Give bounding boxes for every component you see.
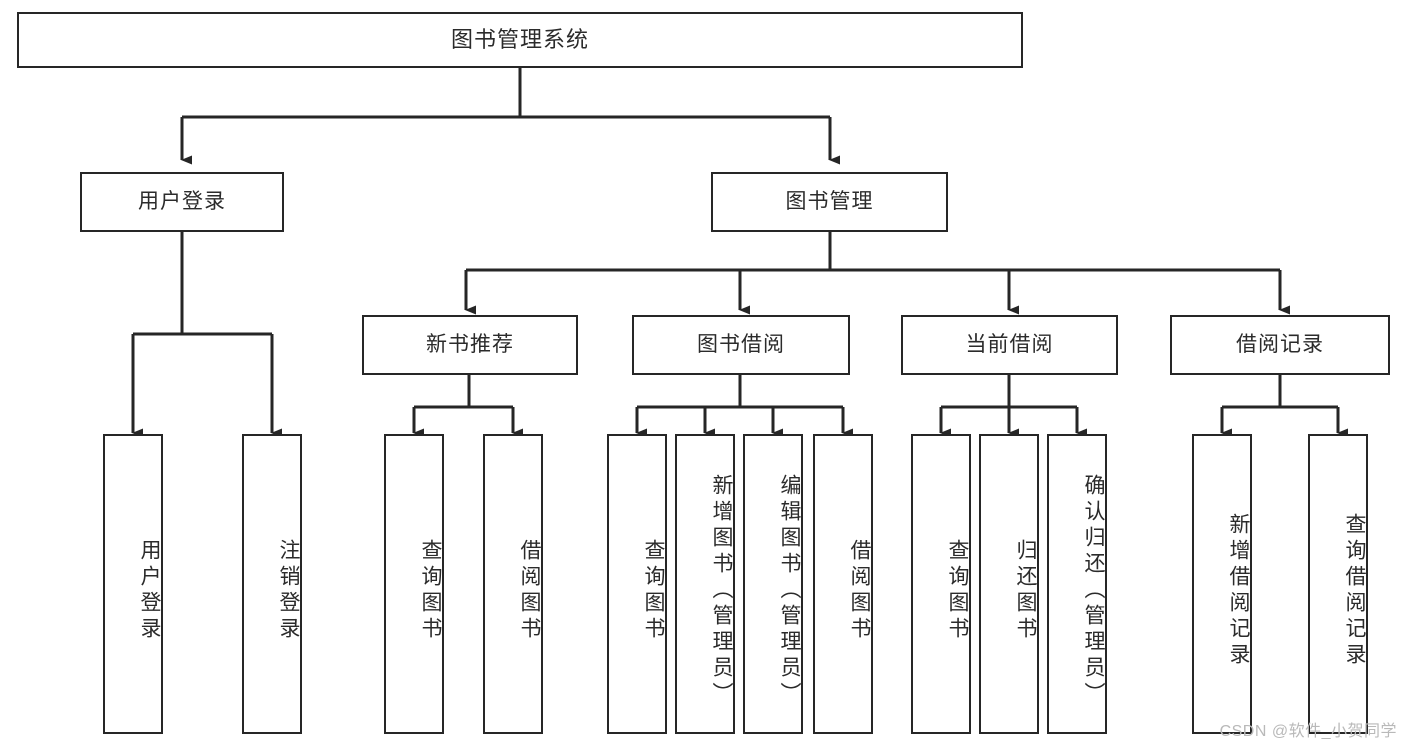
node-label: 用户登录 [138,539,161,643]
node-label: 图书管理系统 [450,26,589,52]
node-label: 借阅记录 [1236,333,1324,357]
node-label: 图书管理 [785,190,874,214]
node-label: 注销登录 [277,539,300,643]
leaf-current-return-book[interactable]: 归还图书 [979,434,1039,734]
node-root-system[interactable]: 图书管理系统 [17,12,1023,68]
node-book-management[interactable]: 图书管理 [711,172,948,232]
node-new-book-recommend[interactable]: 新书推荐 [362,315,578,375]
leaf-borrow-borrow-book[interactable]: 借阅图书 [813,434,873,734]
node-book-borrow[interactable]: 图书借阅 [632,315,850,375]
node-borrow-record[interactable]: 借阅记录 [1170,315,1390,375]
node-label: 查询借阅记录 [1343,513,1366,669]
leaf-current-confirm-return-admin[interactable]: 确认归还（管理员） [1047,434,1107,734]
node-user-login[interactable]: 用户登录 [80,172,284,232]
leaf-current-query-book[interactable]: 查询图书 [911,434,971,734]
node-label: 图书借阅 [697,333,785,357]
node-label: 查询图书 [642,539,665,643]
node-label: 查询图书 [419,539,442,643]
leaf-user-login-signin[interactable]: 用户登录 [103,434,163,734]
leaf-record-add-record[interactable]: 新增借阅记录 [1192,434,1252,734]
node-label: 新书推荐 [426,333,514,357]
node-label: 用户登录 [138,190,226,214]
leaf-recommend-query-book[interactable]: 查询图书 [384,434,444,734]
node-label: 编辑图书（管理员） [778,474,801,708]
node-label: 借阅图书 [848,539,871,643]
leaf-user-login-signout[interactable]: 注销登录 [242,434,302,734]
node-current-borrow[interactable]: 当前借阅 [901,315,1118,375]
node-label: 借阅图书 [518,539,541,643]
watermark: CSDN @软件_小贺同学 [1219,723,1397,740]
leaf-borrow-add-book-admin[interactable]: 新增图书（管理员） [675,434,735,734]
leaf-borrow-edit-book-admin[interactable]: 编辑图书（管理员） [743,434,803,734]
node-label: 归还图书 [1014,539,1037,643]
node-label: 新增借阅记录 [1227,513,1250,669]
leaf-record-query-record[interactable]: 查询借阅记录 [1308,434,1368,734]
node-label: 当前借阅 [965,333,1054,357]
node-label: 确认归还（管理员） [1082,474,1105,708]
leaf-borrow-query-book[interactable]: 查询图书 [607,434,667,734]
node-label: 新增图书（管理员） [710,474,733,708]
node-label: 查询图书 [946,539,969,643]
leaf-recommend-borrow-book[interactable]: 借阅图书 [483,434,543,734]
